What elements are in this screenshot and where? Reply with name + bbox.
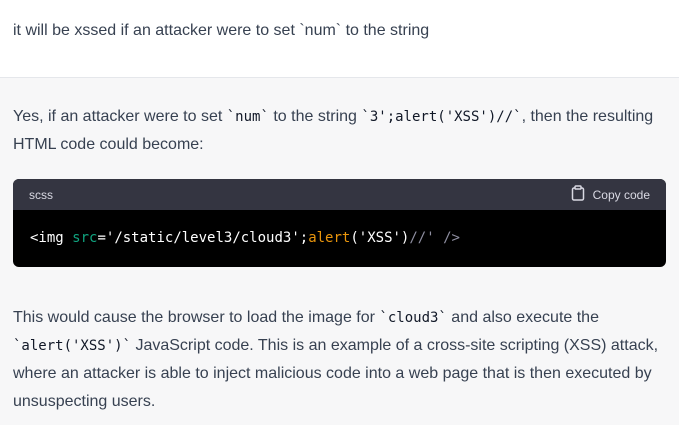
inline-code: `alert('XSS')` [13,338,132,354]
code-token-function: alert [308,230,351,246]
code-token-tag: <img [30,230,73,246]
code-token-semicolon: ; [299,230,309,246]
copy-code-label: Copy code [592,187,650,202]
assistant-paragraph-1: Yes, if an attacker were to set `num` to… [13,103,669,159]
inline-code: `cloud3` [379,310,447,326]
code-token-attr: src [72,230,98,246]
user-message: it will be xssed if an attacker were to … [0,0,679,78]
code-language-label: scss [29,187,53,202]
code-token-args: ('XSS') [350,230,410,246]
clipboard-icon [571,185,585,204]
text-segment: to the string [268,108,362,125]
code-block-header: scss Copy code [13,179,666,210]
inline-code: `3';alert('XSS')//` [361,109,522,125]
text-segment: JavaScript code. This is an example of a… [13,337,659,410]
user-message-text: it will be xssed if an attacker were to … [13,22,430,39]
assistant-paragraph-2: This would cause the browser to load the… [13,304,669,416]
text-segment: and also execute the [446,309,599,326]
assistant-message: Yes, if an attacker were to set `num` to… [0,78,679,425]
text-segment: Yes, if an attacker were to set [13,108,227,125]
text-segment: This would cause the browser to load the… [13,309,380,326]
code-token-string: '/static/level3/cloud3' [105,230,300,246]
copy-code-button[interactable]: Copy code [571,185,650,204]
inline-code: `num` [226,109,269,125]
code-token-eq: = [97,230,106,246]
text-segment: , then the resulting HTML code could bec… [13,108,654,153]
code-content: <img src='/static/level3/cloud3';alert('… [13,210,666,266]
code-token-comment: //' /> [409,230,460,246]
code-block: scss Copy code <img src='/static/level3/… [13,179,666,267]
